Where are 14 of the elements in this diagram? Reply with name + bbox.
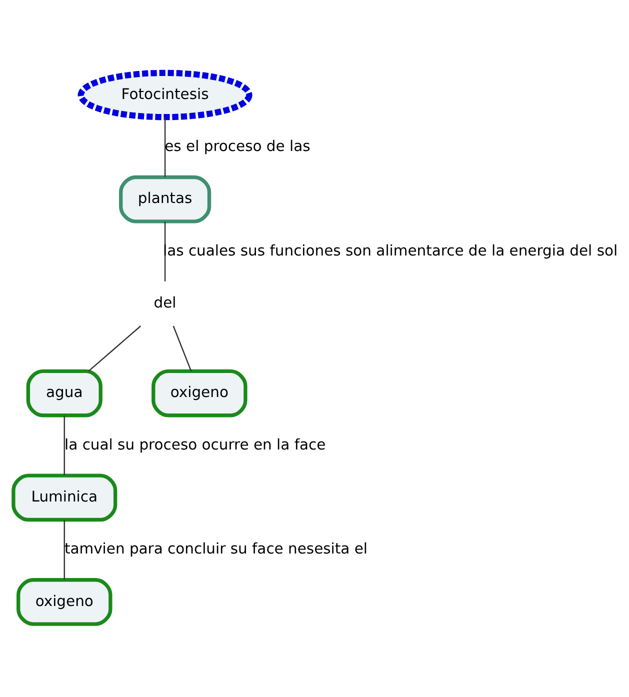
- node-box: plantas: [119, 175, 212, 224]
- node-box: oxigeno: [152, 369, 248, 418]
- node-box: Luminica: [12, 474, 118, 522]
- edge-label: es el proceso de las: [164, 138, 310, 155]
- connector: [164, 117, 166, 178]
- connector: [88, 326, 142, 372]
- node-box: agua: [26, 369, 102, 418]
- edge-label: la cual su proceso ocurre en la face: [64, 436, 326, 454]
- connector: [64, 520, 65, 580]
- node-ellipse: Fotocintesis: [78, 70, 252, 120]
- node-text: del: [154, 294, 176, 312]
- connector: [172, 326, 192, 372]
- node-box: oxigeno: [16, 578, 112, 626]
- connector: [64, 416, 65, 476]
